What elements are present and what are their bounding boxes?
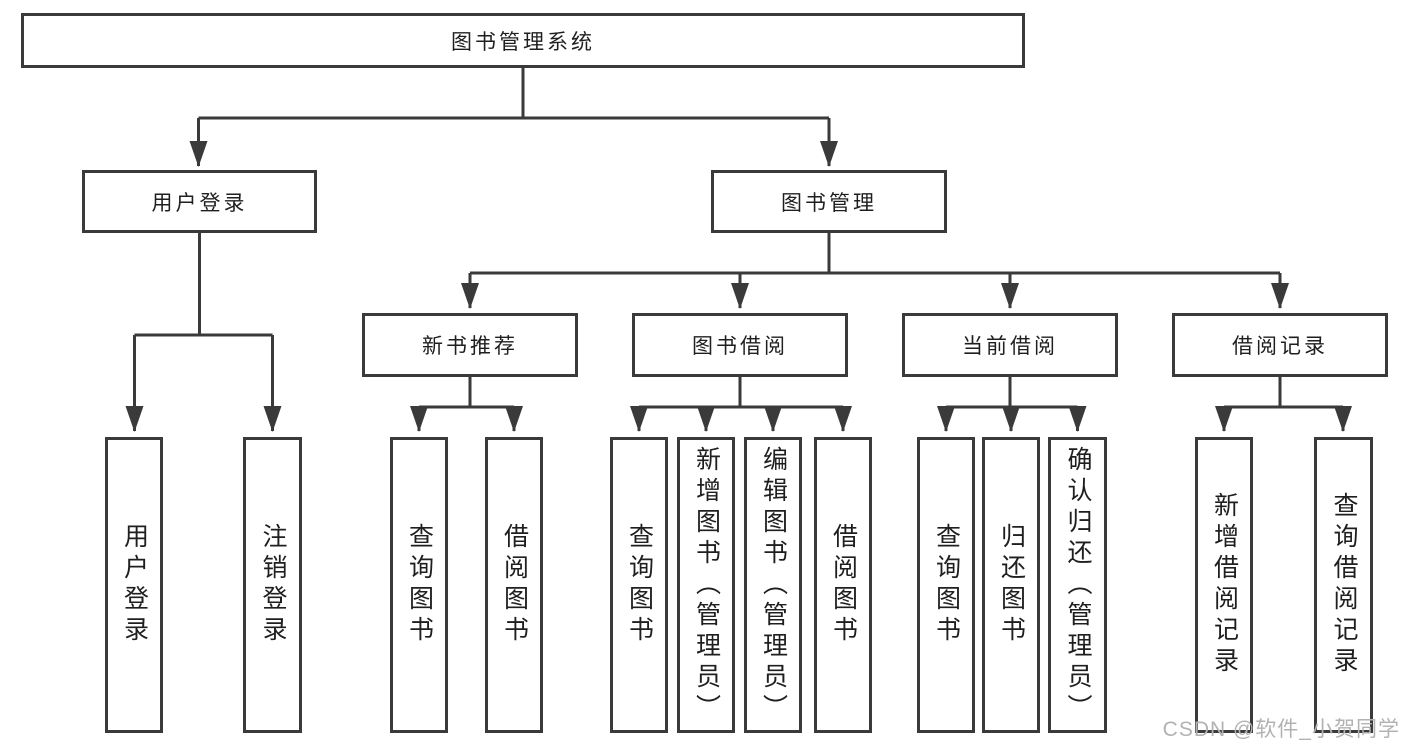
leaf-borrow-books-recommend: 借阅图书 <box>485 437 543 733</box>
leaf-add-book-admin: 新增图书（管理员） <box>677 437 735 733</box>
node-book-management: 图书管理 <box>711 170 947 233</box>
node-borrowing-records: 借阅记录 <box>1172 313 1388 377</box>
leaf-confirm-return-admin: 确认归还（管理员） <box>1048 437 1107 733</box>
leaf-query-borrow-record: 查询借阅记录 <box>1314 437 1373 733</box>
leaf-logout-login: 注销登录 <box>243 437 302 733</box>
node-current-borrowing: 当前借阅 <box>902 313 1118 377</box>
node-new-book-recommendation: 新书推荐 <box>362 313 578 377</box>
csdn-watermark: CSDN @软件_小贺同学 <box>1162 718 1400 741</box>
leaf-query-books-recommend: 查询图书 <box>390 437 448 733</box>
node-book-management-system: 图书管理系统 <box>21 13 1025 68</box>
leaf-query-books-current: 查询图书 <box>917 437 975 733</box>
leaf-borrow-books-borrow: 借阅图书 <box>814 437 872 733</box>
node-book-borrowing: 图书借阅 <box>632 313 848 377</box>
leaf-add-borrow-record: 新增借阅记录 <box>1195 437 1253 733</box>
leaf-edit-book-admin: 编辑图书（管理员） <box>744 437 802 733</box>
node-user-login: 用户登录 <box>82 170 317 233</box>
leaf-query-books-borrow: 查询图书 <box>610 437 668 733</box>
leaf-user-login: 用户登录 <box>105 437 163 733</box>
leaf-return-books: 归还图书 <box>982 437 1040 733</box>
